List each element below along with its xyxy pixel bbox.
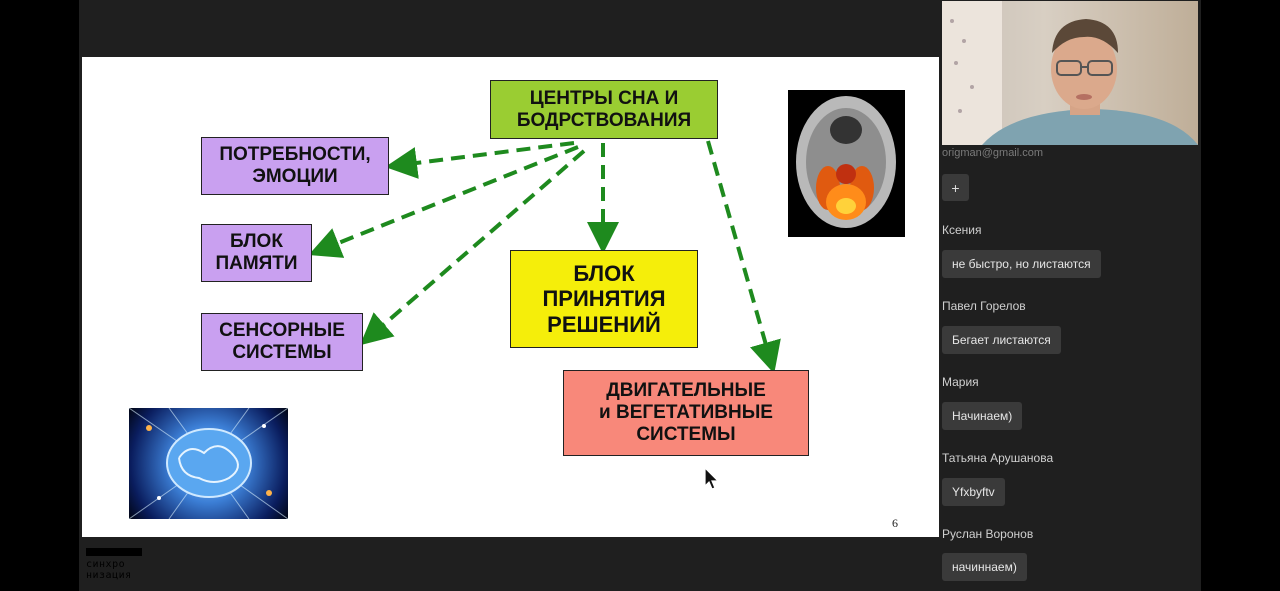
speaker-video (942, 1, 1198, 145)
chat-sender: Татьяна Арушанова (942, 451, 1054, 465)
chat-sender: Руслан Воронов (942, 527, 1034, 541)
sleep-wake-centers-box: ЦЕНТРЫ СНА И БОДРСТВОВАНИЯ (490, 80, 718, 139)
logo-line-1: синхро (86, 559, 126, 570)
memory-block-box: БЛОК ПАМЯТИ (201, 224, 312, 282)
brain-scan-image (788, 90, 905, 237)
chat-sender: Ксения (942, 223, 982, 237)
logo-line-2: низация (86, 570, 132, 581)
arrow-to-memory (308, 145, 579, 258)
chat-message: Бегает листаются (942, 326, 1061, 354)
add-reaction-button[interactable]: + (942, 174, 969, 201)
chat-sender: Павел Горелов (942, 299, 1026, 313)
sensory-systems-box: СЕНСОРНЫЕ СИСТЕМЫ (201, 313, 363, 371)
chat-message: начиннаем) (942, 553, 1027, 581)
chat-message: не быстро, но листаются (942, 250, 1101, 278)
mouse-cursor-icon (704, 467, 720, 490)
arrow-to-needs (385, 141, 575, 179)
decision-block-box: БЛОК ПРИНЯТИЯ РЕШЕНИЙ (510, 250, 698, 348)
chat-sender: Мария (942, 375, 979, 389)
chat-message: Yfxbyftv (942, 478, 1005, 506)
slide-page-number: 6 (892, 516, 898, 530)
chat-message: Начинаем) (942, 402, 1023, 430)
arrow-to-motor (706, 140, 781, 374)
slide: ЦЕНТРЫ СНА И БОДРСТВОВАНИЯ ПОТРЕБНОСТИ, … (82, 57, 939, 537)
diagram-arrows (308, 140, 781, 374)
needs-emotions-box: ПОТРЕБНОСТИ, ЭМОЦИИ (201, 137, 389, 195)
brain-illustration-image (129, 408, 288, 519)
arrow-to-sensory (359, 149, 586, 346)
motor-vegetative-systems-box: ДВИГАТЕЛЬНЫЕ и ВЕГЕТАТИВНЫЕ СИСТЕМЫ (563, 370, 809, 456)
participant-email: origman@gmail.com (942, 147, 1044, 159)
